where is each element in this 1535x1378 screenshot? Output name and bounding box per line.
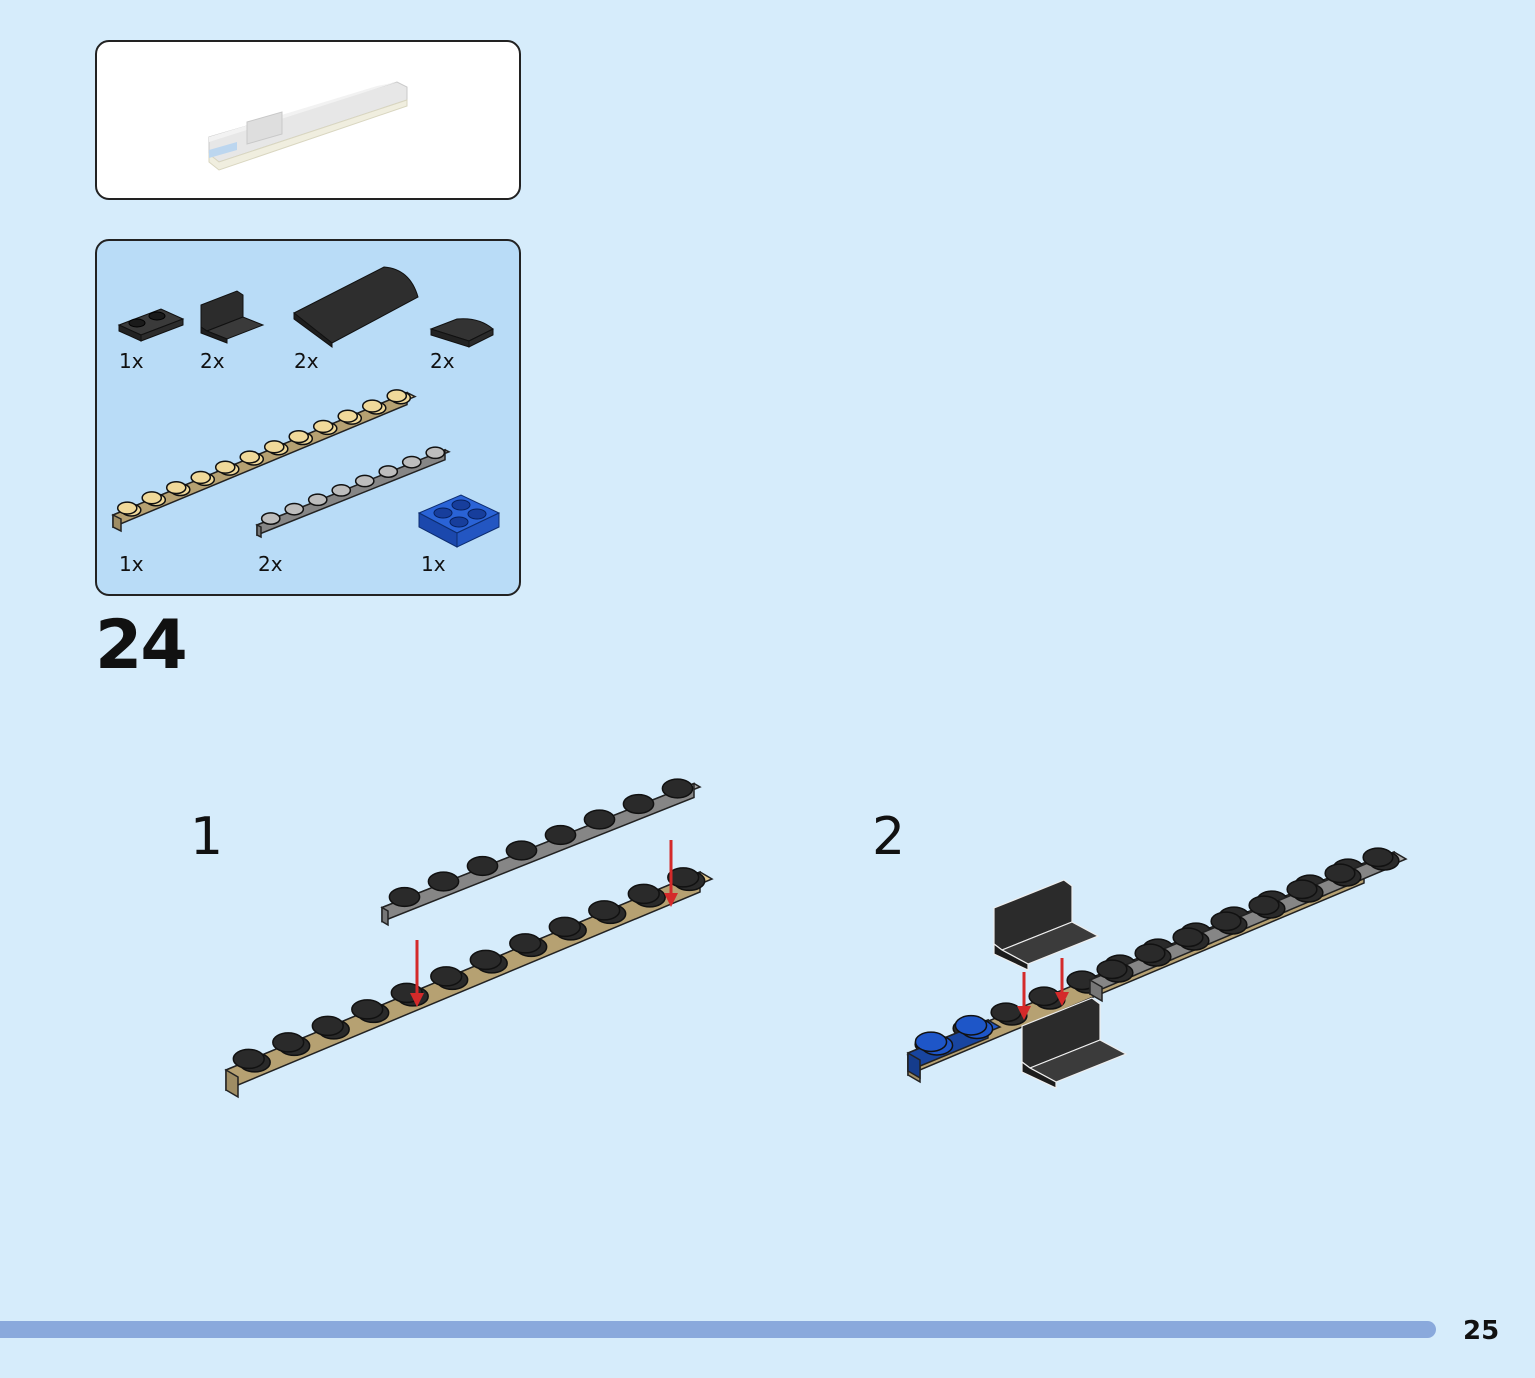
substep-label-1: 1	[190, 807, 224, 867]
black-bracket-floating	[993, 879, 1100, 971]
part-qty: 1x	[421, 552, 446, 576]
gray-plate	[255, 446, 451, 539]
arrow-head-icon	[1055, 992, 1069, 1006]
part-qty: 2x	[200, 349, 225, 373]
part-black-bracket	[200, 290, 265, 344]
part-gray-plate-long	[255, 446, 451, 539]
part-qty: 2x	[430, 349, 455, 373]
part-qty: 2x	[294, 349, 319, 373]
gray-top-plate	[380, 778, 702, 927]
part-qty: 1x	[119, 349, 144, 373]
parts-list-panel: 1x 2x 2x 2x 1x 2x 1x	[95, 239, 521, 596]
tan-plate	[111, 389, 417, 533]
black-bracket-placed	[1021, 997, 1128, 1089]
part-black-curved-slope	[293, 266, 419, 348]
gray-plates	[1088, 847, 1408, 1003]
assembly-preview-panel	[95, 40, 521, 200]
arrow-head-icon	[664, 893, 678, 907]
substep-1-illustration	[224, 778, 714, 1099]
page-number: 25	[1463, 1316, 1500, 1346]
part-blue-plate-2x2	[417, 494, 501, 548]
blue-plate	[906, 1014, 1002, 1080]
part-black-small-slope	[429, 318, 494, 348]
substep-label-2: 2	[872, 807, 906, 867]
part-qty: 1x	[119, 552, 144, 576]
part-black-plate-1x2	[117, 308, 185, 342]
tan-base-plate	[224, 867, 714, 1099]
part-tan-plate-long	[111, 389, 417, 533]
part-qty: 2x	[258, 552, 283, 576]
arrow-head-icon	[410, 993, 424, 1007]
step-number: 24	[95, 606, 188, 685]
assembly-preview-image	[208, 81, 408, 171]
arrow-head-icon	[1017, 1006, 1031, 1020]
progress-bar	[0, 1321, 1436, 1338]
substep-2-illustration	[906, 847, 1408, 1089]
